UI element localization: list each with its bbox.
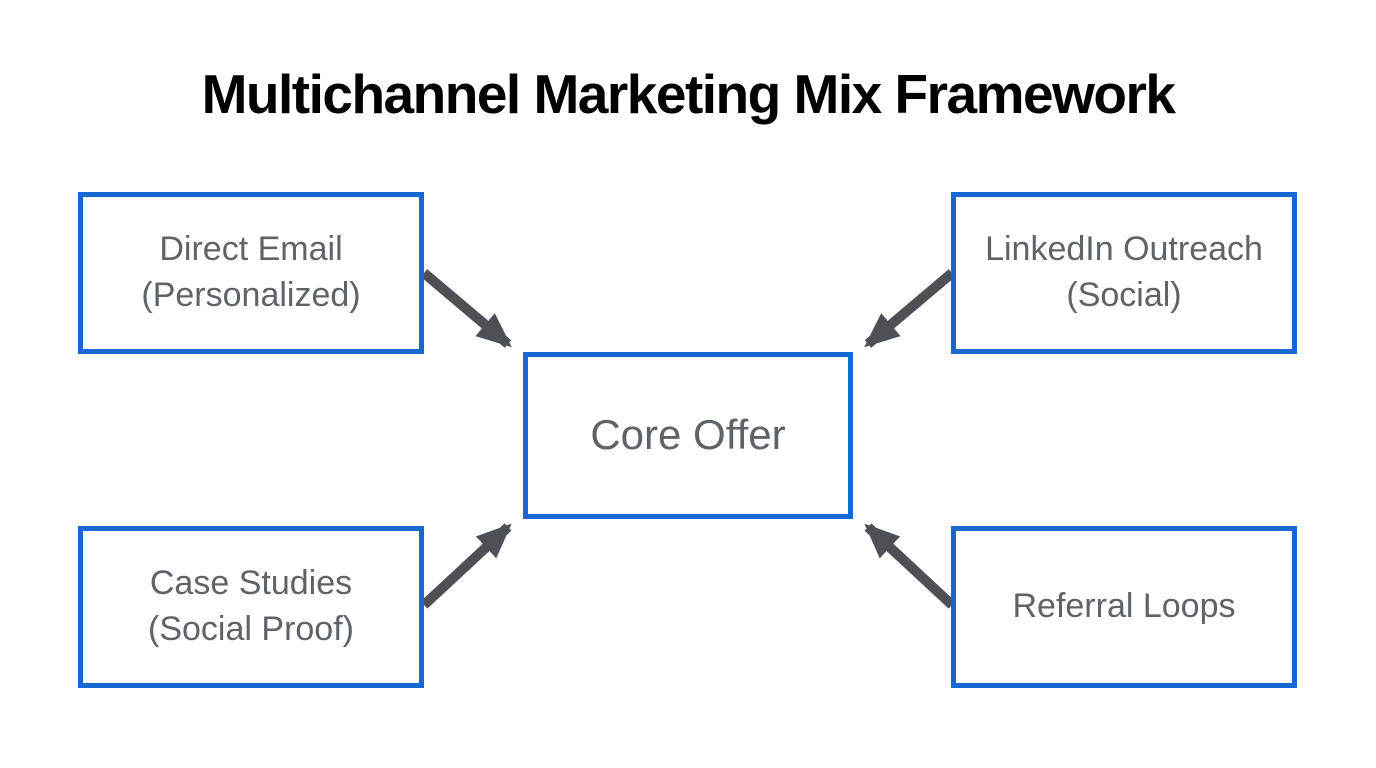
node-label: Referral Loops	[1012, 584, 1235, 630]
node-referral-loops: Referral Loops	[951, 526, 1297, 688]
node-label-line2: (Social)	[1066, 276, 1182, 314]
arrow-direct-email-to-core	[420, 269, 512, 348]
node-label: Case Studies (Social Proof)	[148, 561, 354, 653]
node-label-line2: (Personalized)	[141, 276, 361, 314]
node-label-line1: LinkedIn Outreach	[985, 230, 1263, 269]
arrow-case-studies-to-core	[420, 523, 512, 609]
diagram-title: Multichannel Marketing Mix Framework	[201, 63, 1176, 125]
node-label-line1: Case Studies	[149, 564, 353, 603]
node-core-offer: Core Offer	[523, 352, 853, 519]
node-label-line1: Referral Loops	[1012, 587, 1236, 626]
node-label-line1: Direct Email	[159, 230, 343, 269]
arrow-referral-to-core	[864, 523, 956, 609]
node-label: Direct Email (Personalized)	[141, 227, 360, 319]
node-case-studies: Case Studies (Social Proof)	[78, 526, 424, 688]
node-label: Core Offer	[590, 407, 785, 464]
node-linkedin-outreach: LinkedIn Outreach (Social)	[951, 192, 1297, 354]
node-direct-email: Direct Email (Personalized)	[78, 192, 424, 354]
node-label: LinkedIn Outreach (Social)	[985, 227, 1263, 319]
node-label-line2: (Social Proof)	[148, 610, 354, 648]
arrow-linkedin-to-core	[864, 269, 956, 348]
node-label-line1: Core Offer	[590, 411, 786, 459]
